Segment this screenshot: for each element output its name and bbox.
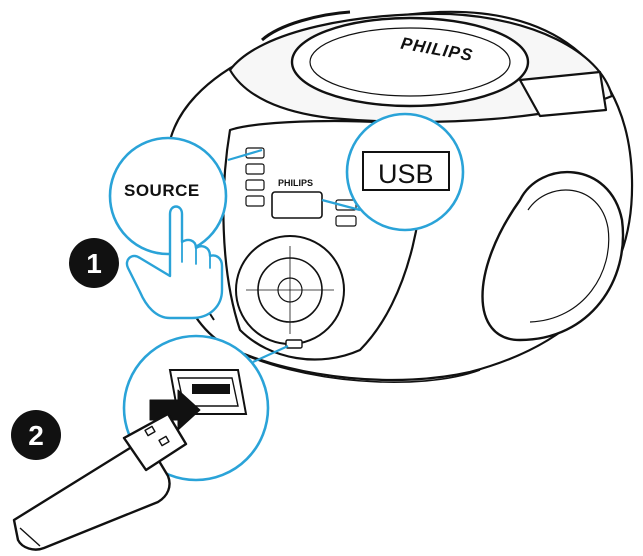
cd-lid-inner <box>309 27 511 97</box>
step-2-badge: 2 <box>11 410 61 460</box>
panel-button <box>245 179 265 191</box>
usb-stick-icon <box>12 412 188 551</box>
lid-hinge <box>518 70 608 118</box>
source-callout-circle <box>108 136 228 256</box>
step-2-number: 2 <box>28 420 44 451</box>
source-button-label: SOURCE <box>124 181 200 200</box>
lid-handle <box>261 10 351 42</box>
panel-button <box>245 163 265 175</box>
device-usb-port <box>285 339 303 349</box>
usb-display-box <box>362 151 450 191</box>
panel-button <box>245 195 265 207</box>
source-callout: SOURCE <box>108 136 263 320</box>
display-window <box>271 191 323 219</box>
usb-callout: USB <box>321 112 465 232</box>
right-speaker <box>481 170 625 342</box>
hand-pointer-icon <box>125 205 224 320</box>
usb-stick-connector <box>122 412 188 472</box>
brand-logo-small: PHILIPS <box>278 178 313 188</box>
cd-lid <box>290 16 530 108</box>
usb-display-label: USB <box>378 159 434 189</box>
panel-button <box>335 215 357 227</box>
step-1-badge: 1 <box>69 238 119 288</box>
step-1-number: 1 <box>86 248 102 279</box>
